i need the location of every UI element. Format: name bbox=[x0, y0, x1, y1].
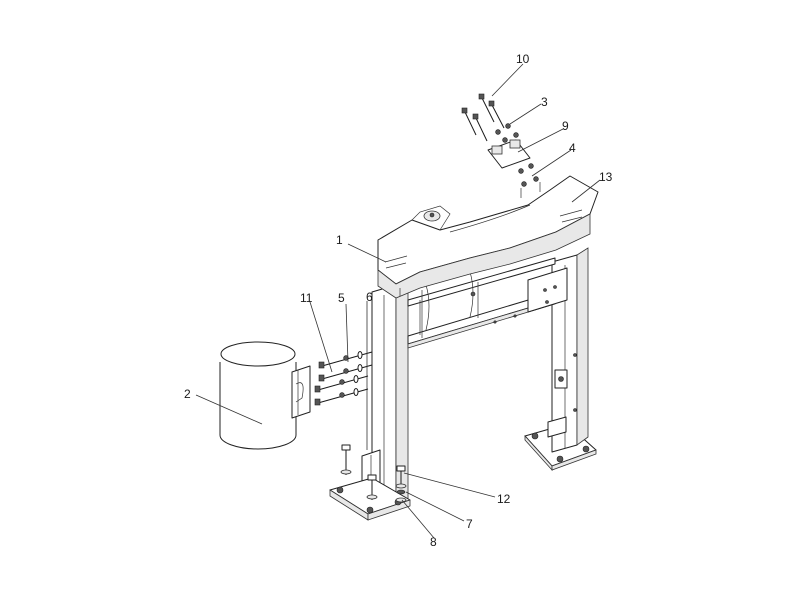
callout-10: 10 bbox=[516, 52, 530, 66]
callout-13: 13 bbox=[599, 170, 613, 184]
callout-labels: 1 2 3 4 5 6 7 8 9 10 11 12 13 bbox=[184, 52, 613, 549]
callout-7: 7 bbox=[466, 517, 473, 531]
top-clamp-assembly bbox=[461, 93, 541, 198]
callout-6: 6 bbox=[366, 290, 373, 304]
callout-11: 11 bbox=[300, 291, 313, 305]
cross-brace bbox=[407, 257, 568, 349]
callout-4: 4 bbox=[569, 141, 576, 155]
cylinder-container bbox=[219, 341, 311, 450]
top-yoke-beam bbox=[377, 175, 599, 299]
leader-lines bbox=[195, 63, 601, 539]
callout-12: 12 bbox=[497, 492, 511, 506]
callout-3: 3 bbox=[541, 95, 548, 109]
right-leg bbox=[547, 247, 589, 453]
base-bolts bbox=[340, 444, 407, 503]
callout-9: 9 bbox=[562, 119, 569, 133]
callout-8: 8 bbox=[430, 535, 437, 549]
side-bolts bbox=[314, 351, 373, 406]
callout-1: 1 bbox=[336, 233, 343, 247]
callout-5: 5 bbox=[338, 291, 345, 305]
callout-2: 2 bbox=[184, 387, 191, 401]
